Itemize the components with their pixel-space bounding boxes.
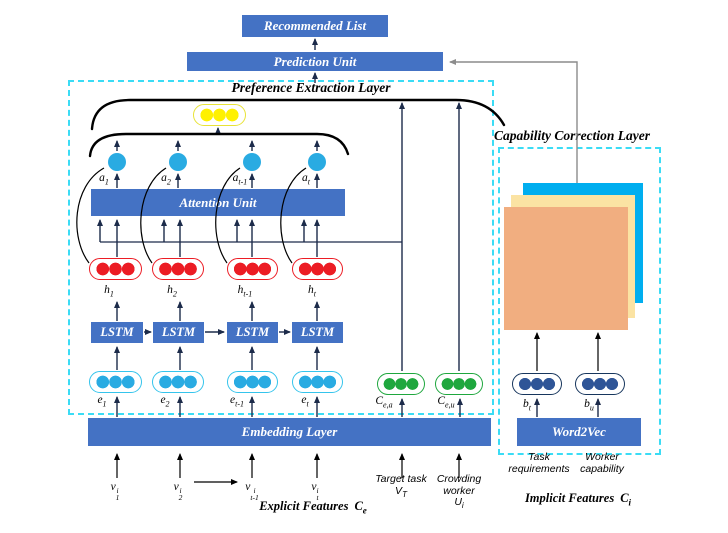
attention-weight-label-3: at-1 [232,172,248,187]
embedding-label-2: e2 [160,394,170,409]
explicit-feature-label-worker: Ce,u [437,395,455,410]
embedding-vector-3 [227,371,278,393]
embedding-vector-2 [152,371,204,393]
task-requirements-label: Task requirements [508,451,570,475]
implicit-feature-vector-worker [575,373,625,395]
attention-weight-node-4 [308,153,326,171]
hidden-state-vector-3 [227,258,278,280]
hidden-state-vector-2 [152,258,204,280]
attention-weight-label-4: at [302,172,310,187]
context-vector [193,104,246,126]
hidden-state-label-2: h2 [167,284,177,299]
lstm-box-3: LSTM [227,322,278,343]
implicit-feature-vector-task [512,373,562,395]
hidden-state-label-3: ht-1 [237,284,253,299]
implicit-feature-label-worker: bu [584,398,594,413]
attention-weight-label-1: a1 [99,172,109,187]
lstm-box-2: LSTM [153,322,204,343]
prediction-unit-box: Prediction Unit [187,52,443,71]
crowding-worker-label: Crowding worker Ui [436,473,482,511]
attention-weight-node-2 [169,153,187,171]
explicit-feature-vector-worker [435,373,483,395]
embedding-label-3: et-1 [230,394,244,409]
word2vec-box: Word2Vec [517,418,641,446]
preference-extraction-layer-box [68,80,494,415]
attention-weight-node-3 [243,153,261,171]
attention-weight-label-2: a2 [161,172,171,187]
preference-extraction-layer-title: Preference Extraction Layer [231,80,391,95]
capability-matrix-orange [504,207,628,330]
attention-weight-node-1 [108,153,126,171]
embedding-vector-1 [89,371,142,393]
hidden-state-vector-4 [292,258,343,280]
embedding-layer-box: Embedding Layer [88,418,491,446]
hidden-state-label-4: ht [308,284,316,299]
explicit-feature-label-task: Ce,a [375,395,393,410]
attention-unit-box: Attention Unit [91,189,345,216]
lstm-box-4: LSTM [292,322,343,343]
recommended-list-box: Recommended List [242,15,388,37]
capability-correction-layer-title: Capability Correction Layer [494,128,650,143]
explicit-feature-vector-task [377,373,425,395]
embedding-vector-4 [292,371,343,393]
implicit-feature-label-task: bt [523,398,531,413]
embedding-label-1: e1 [97,394,107,409]
lstm-box-1: LSTM [91,322,143,343]
hidden-state-vector-1 [89,258,142,280]
embedding-label-4: et [301,394,309,409]
hidden-state-label-1: h1 [104,284,114,299]
capability-correction-layer-box [498,147,661,455]
target-task-label: Target task VT [375,473,427,499]
worker-capability-label: Worker capability [580,451,624,475]
